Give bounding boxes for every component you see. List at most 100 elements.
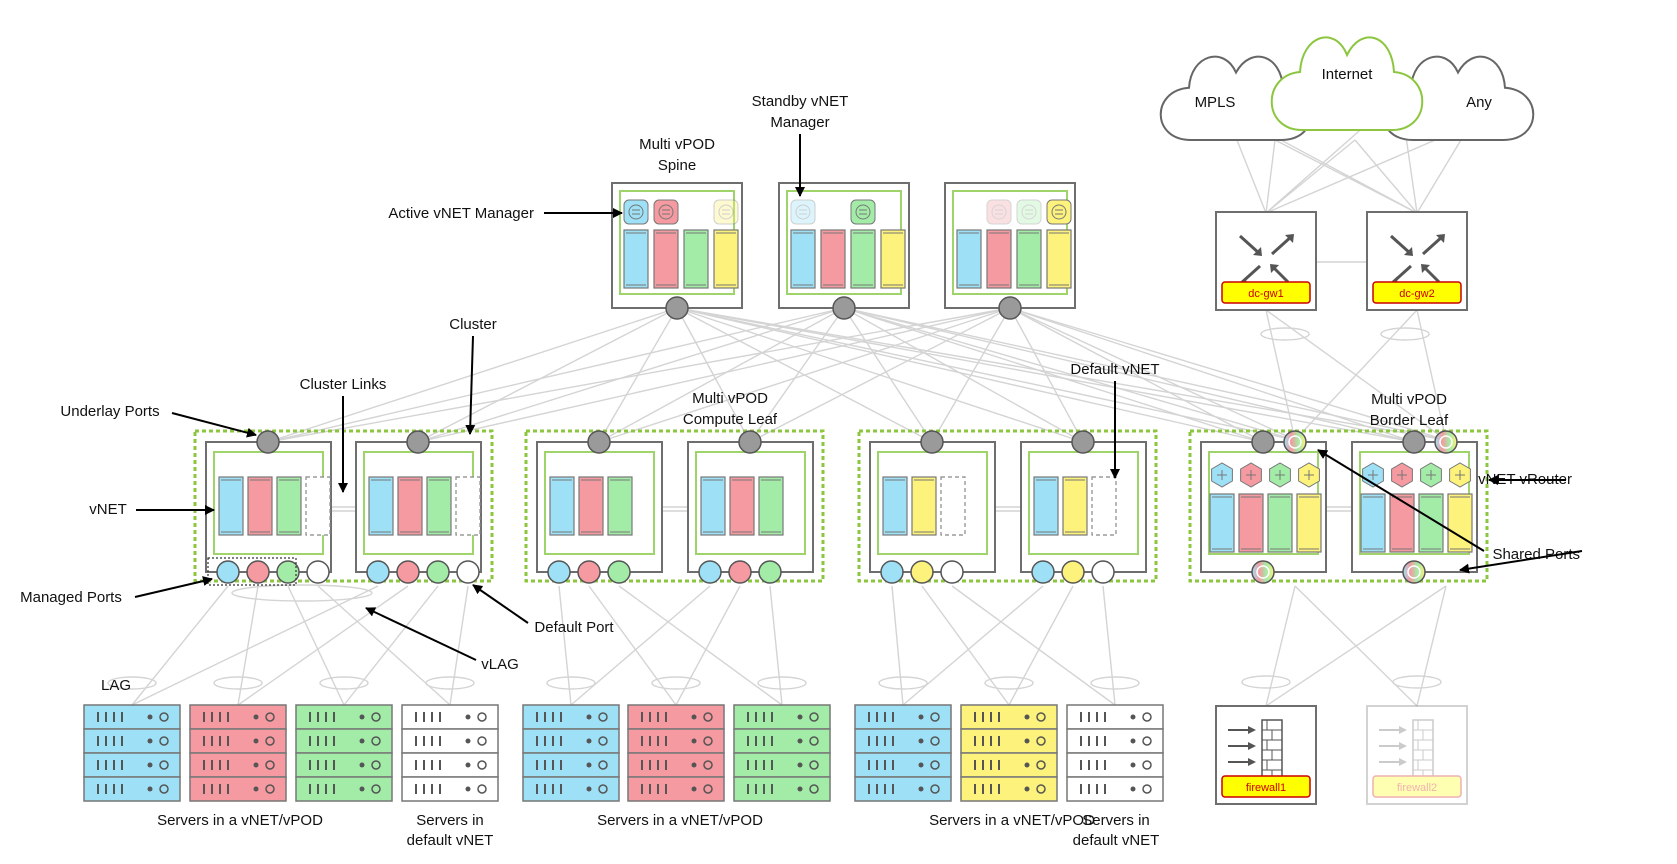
lag-ellipse [1090, 676, 1140, 690]
vnet-column [790, 229, 816, 289]
spine-leaf-link [1009, 307, 1084, 443]
server-unit [733, 776, 831, 802]
underlay-port [1071, 430, 1095, 454]
spine-leaf-link [749, 307, 1011, 443]
border-firewall-link [1416, 585, 1447, 707]
firewall-tag [1372, 775, 1462, 798]
managed-port [216, 560, 240, 584]
lag-ellipse [878, 676, 928, 690]
server-rack-icon [854, 704, 952, 802]
lag-ellipse [319, 676, 369, 690]
cloud-gateway-link [1265, 139, 1356, 214]
server-unit [733, 752, 831, 778]
vnet-column [1062, 476, 1088, 536]
label-shared-ports: Shared Ports [1492, 546, 1580, 563]
shared-port [1402, 560, 1426, 584]
vnet-column [1296, 493, 1322, 553]
label-servers-default-1a: Servers in [416, 812, 484, 829]
server-unit [189, 752, 287, 778]
label-managed-ports: Managed Ports [20, 589, 122, 606]
server-unit [295, 776, 393, 802]
managed-port [910, 560, 934, 584]
vnet-column [1046, 229, 1072, 289]
spine-leaf-link [843, 307, 933, 443]
shared-port-ring [1288, 435, 1302, 449]
managed-port [880, 560, 904, 584]
leaf-server-link [237, 585, 259, 706]
server-unit [295, 704, 393, 730]
vnet-manager-badge [850, 199, 876, 225]
circle-badge-icon [653, 199, 679, 225]
server-unit [1066, 728, 1164, 754]
leaf-switch-7 [1200, 430, 1327, 584]
spine-leaf-link [267, 307, 845, 443]
spine-leaf-link [1009, 307, 1415, 443]
spine-leaf-link [931, 307, 1011, 443]
spine-switch-1 [611, 182, 743, 320]
label-spine-line2: Spine [658, 157, 696, 174]
vnet-column [1447, 493, 1473, 553]
vnet-column [549, 476, 575, 536]
leaf-server-link [891, 585, 904, 706]
vnet-column [700, 476, 726, 536]
circle-badge-icon [713, 199, 739, 225]
server-unit [401, 776, 499, 802]
gateway-border-link [1265, 309, 1296, 441]
label-compute-line1: Multi vPOD [692, 390, 768, 407]
arrow-default-port [472, 584, 529, 624]
managed-port [426, 560, 450, 584]
lag-ellipse [107, 676, 157, 690]
hexagon-router-icon [1391, 462, 1413, 488]
leaf-server-link [769, 585, 783, 706]
leaf-server-link [449, 585, 469, 706]
lag-ellipse [546, 676, 596, 690]
spine-switch-2 [778, 182, 910, 320]
arrows-router-icon [1389, 234, 1445, 287]
server-unit [854, 728, 952, 754]
server-unit [1066, 776, 1164, 802]
server-unit [83, 728, 181, 754]
underlay-port [665, 296, 689, 320]
label-cluster-links: Cluster Links [300, 376, 387, 393]
vnet-column [986, 229, 1012, 289]
server-unit [522, 704, 620, 730]
lag-ellipse [651, 676, 701, 690]
vnet-column [218, 476, 244, 536]
server-unit [522, 728, 620, 754]
firewall-1: firewall1 [1215, 705, 1317, 805]
leaf-server-link [343, 585, 439, 706]
server-unit [83, 776, 181, 802]
cluster-box [857, 429, 1158, 583]
arrows-router-icon [1238, 234, 1294, 287]
vnet-column-empty [455, 476, 481, 536]
leaf-server-link [570, 585, 711, 706]
leaf-server-link [287, 585, 345, 706]
managed-port [577, 560, 601, 584]
label-servers-default-1b: default vNET [407, 832, 494, 849]
lag-ellipse [984, 676, 1034, 690]
spine-border-link [1009, 307, 1447, 441]
server-unit [733, 704, 831, 730]
label-servers-default-2a: Servers in [1082, 812, 1150, 829]
label-compute-line2: Compute Leaf [683, 411, 778, 428]
server-group [83, 704, 1164, 802]
server-rack-icon [401, 704, 499, 802]
label-cluster: Cluster [449, 316, 497, 333]
label-standby-line2: Manager [770, 114, 829, 131]
vnet-column [623, 229, 649, 289]
leaf-server-link [558, 585, 572, 706]
leaf-server-link [951, 585, 1116, 706]
leaf-switch-5 [869, 430, 996, 584]
vnet-column [1238, 493, 1264, 553]
vnet-column [713, 229, 739, 289]
leaf-switch-2 [355, 430, 482, 584]
spine-leaf-link [267, 307, 1011, 443]
shared-port [1434, 430, 1458, 454]
leaf-server-link [1008, 585, 1074, 706]
cloud-icon [1270, 36, 1424, 131]
underlay-port [256, 430, 280, 454]
lag-ellipse [1392, 675, 1442, 689]
lag-ellipse [1260, 327, 1310, 341]
spine-leaf-link [749, 307, 845, 443]
